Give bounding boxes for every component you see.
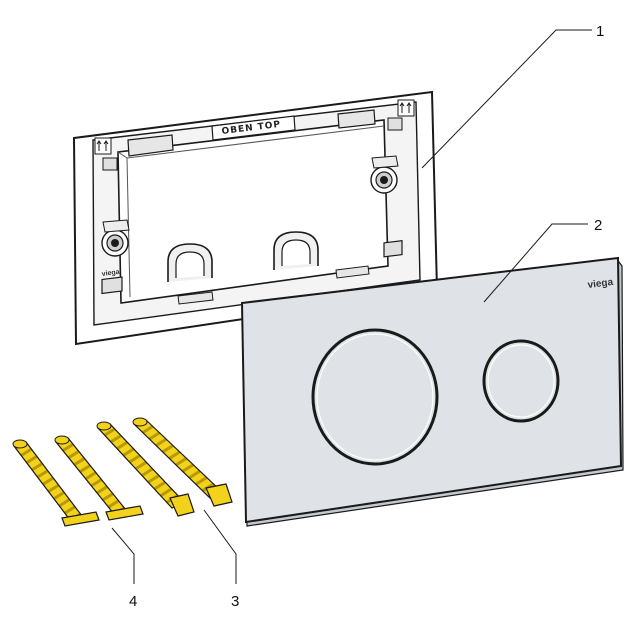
callout-leaders [111,29,592,584]
callout-1: 1 [596,23,604,40]
up-arrow-icon-left [94,137,112,155]
frame-clamp-left [101,219,130,257]
leader-3 [203,509,237,584]
actuator-plate: viega [240,256,624,527]
anchor-short-2 [54,435,144,521]
anchor-short-1 [12,439,100,527]
plate-brand: viega [587,277,614,291]
callout-3: 3 [231,593,239,610]
leader-4 [111,527,135,584]
callout-4: 4 [129,593,137,610]
frame-brand: viega [101,269,120,278]
leader-1 [421,29,592,169]
leader-2 [483,223,588,303]
oben-top-label-box [211,115,296,141]
mounting-frame: OBEN TOP [72,90,439,346]
callout-2: 2 [594,217,602,234]
anchor-long-2 [132,417,233,507]
frame-holder-left [167,243,213,282]
frame-clamp-right [370,155,399,194]
small-flush-button [482,339,560,423]
anchor-long-1 [96,421,195,517]
up-arrow-icon-right [397,99,415,117]
large-flush-button [311,328,439,466]
frame-holder-right [273,231,319,270]
